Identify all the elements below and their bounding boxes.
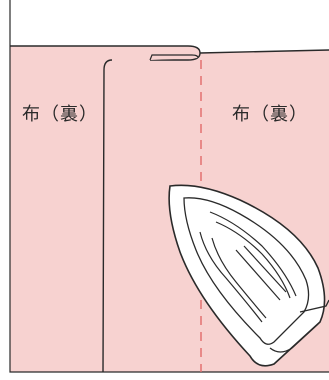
iron-icon: [168, 184, 329, 367]
top-edge-right: [199, 49, 329, 54]
fabric-back-left: [10, 46, 200, 372]
fold-edge: [102, 59, 113, 373]
frame-border: [9, 0, 329, 373]
fabric-back-label-right: 布（裏）: [232, 104, 308, 125]
seam-allowance-flap: [149, 54, 199, 61]
fabric-back-label-left: 布（裏）: [22, 104, 98, 125]
